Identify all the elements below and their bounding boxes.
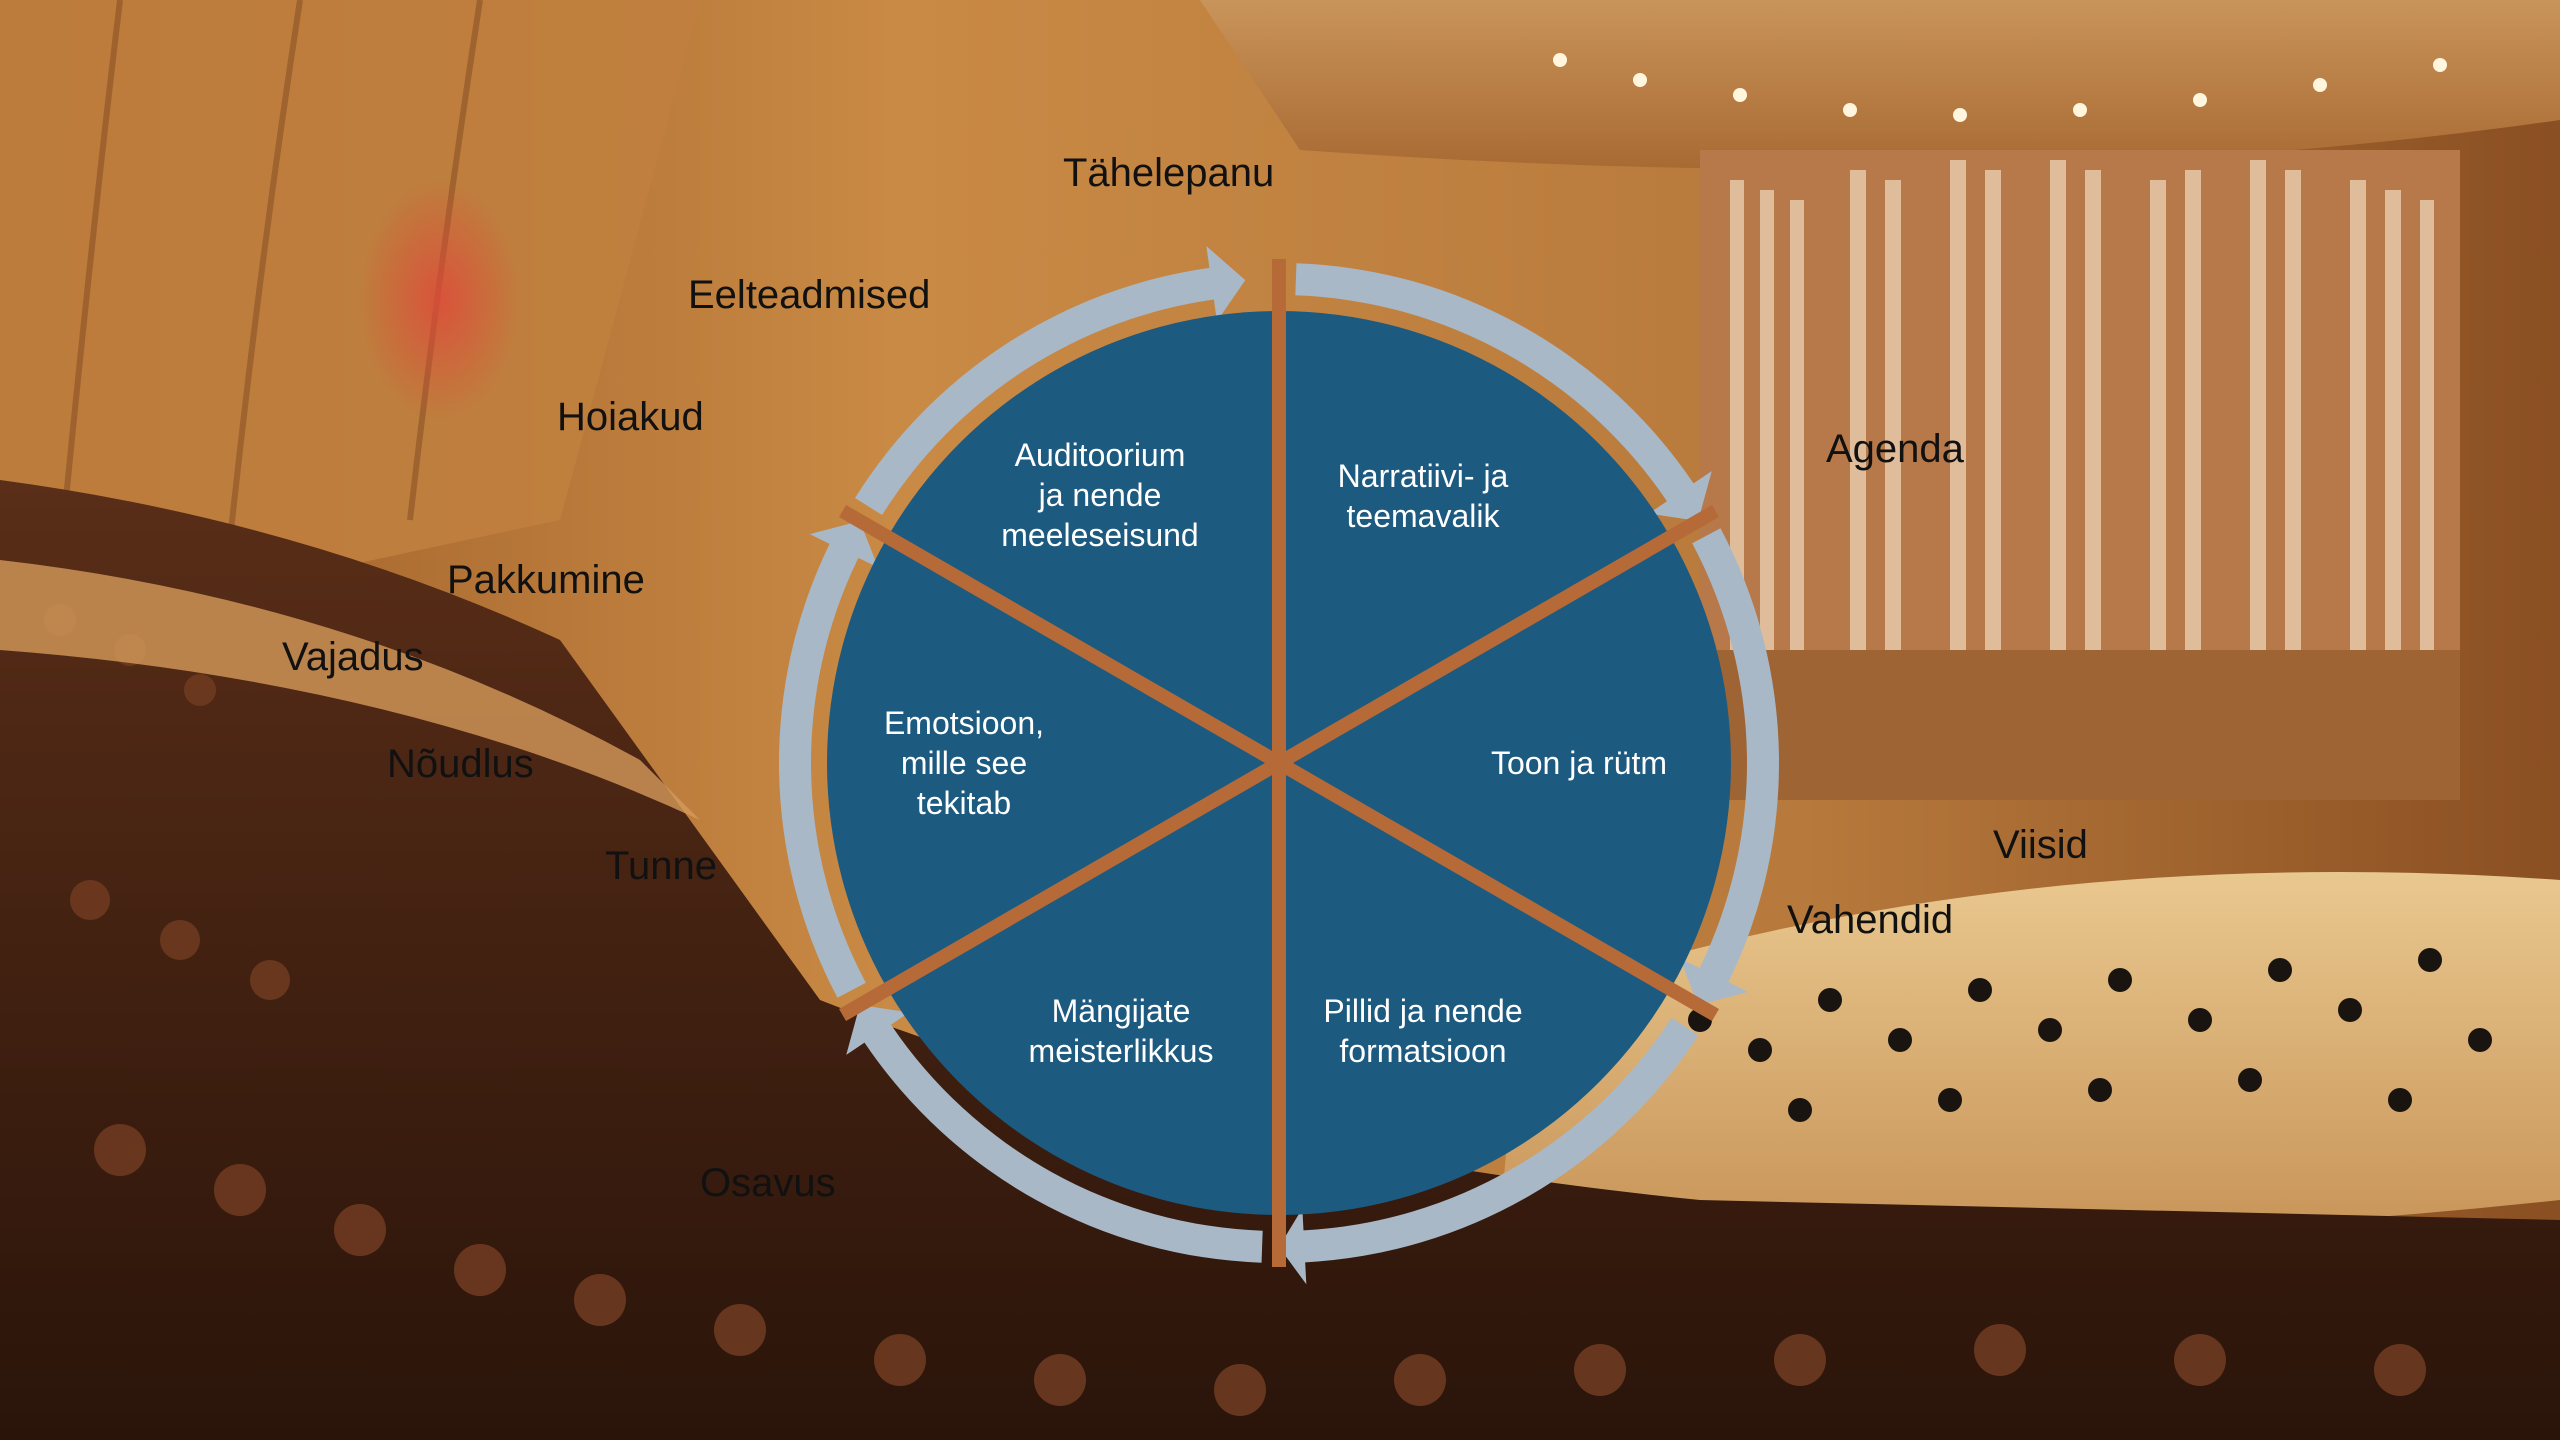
- label-hoiakud: Hoiakud: [557, 395, 704, 439]
- label-noudlus: Nõudlus: [387, 742, 534, 786]
- label-vahendid: Vahendid: [1787, 898, 1954, 942]
- ring-arrow: [846, 1005, 1263, 1263]
- segment-dividers: [839, 259, 1719, 1267]
- ring-arrow: [1679, 528, 1779, 1005]
- segment-divider: [1275, 504, 1719, 770]
- label-tunne: Tunne: [605, 844, 717, 888]
- segment-text-tone: Toon ja rütm: [1490, 745, 1668, 781]
- outer-arrow-ring: [779, 246, 1779, 1285]
- segment-top-left: [887, 311, 1279, 763]
- segment-bottom-right: [1279, 763, 1671, 1215]
- label-osavus: Osavus: [700, 1161, 836, 1205]
- segment-wheel: [826, 311, 1731, 1215]
- label-pakkumine: Pakkumine: [447, 558, 645, 602]
- segment-text-mastery: Mängijate meisterlikkus: [1028, 993, 1214, 1069]
- segment-text-narrative: Narratiivi- ja teemavalik: [1337, 458, 1509, 534]
- ring-arrow: [1279, 1017, 1699, 1285]
- segment-left: [826, 537, 1279, 989]
- segment-divider: [839, 504, 1283, 770]
- segment-bottom-left: [887, 763, 1279, 1215]
- label-tahelepanu: Tähelepanu: [1063, 151, 1275, 195]
- label-vajadus: Vajadus: [282, 635, 424, 679]
- ring-arrow: [854, 246, 1246, 515]
- ring-arrow: [1295, 263, 1712, 521]
- ring-arrow: [779, 521, 879, 998]
- segment-text-emotion: Emotsioon, mille see tekitab: [883, 705, 1045, 821]
- segment-right: [1279, 537, 1731, 989]
- segment-text-audience: Auditoorium ja nende meeleseisund: [1001, 437, 1199, 553]
- segment-divider: [1275, 756, 1719, 1022]
- label-eelteadmised: Eelteadmised: [688, 273, 931, 317]
- segment-divider: [839, 756, 1283, 1022]
- segment-top-right: [1279, 311, 1671, 763]
- label-viisid: Viisid: [1993, 823, 2088, 867]
- label-agenda: Agenda: [1826, 427, 1964, 471]
- segment-text-instruments: Pillid ja nende formatsioon: [1323, 993, 1523, 1069]
